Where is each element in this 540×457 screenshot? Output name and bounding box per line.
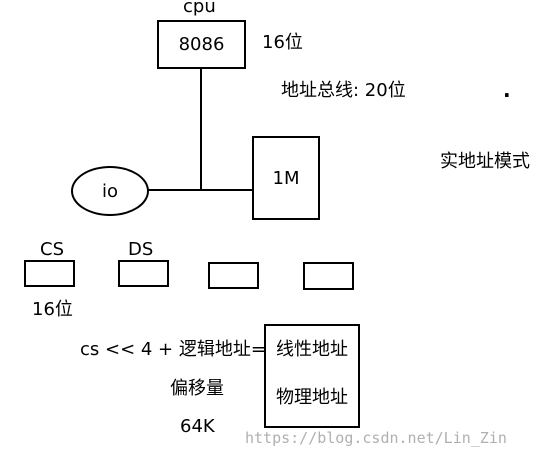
segment-register-box-4 (303, 262, 354, 290)
memory-box: 1M (252, 136, 320, 220)
io-label: io (101, 180, 118, 202)
cpu-box: 8086 (157, 20, 246, 69)
dot-mark: . (503, 78, 511, 102)
memory-label: 1M (272, 167, 300, 189)
watermark-text: https://blog.csdn.net/Lin_Zin (245, 429, 507, 447)
real-mode-label: 实地址模式 (440, 151, 530, 172)
address-formula: cs << 4 + 逻辑地址= (80, 339, 266, 360)
cs-label: CS (40, 239, 64, 260)
segment-register-box-3 (208, 262, 259, 289)
cpu-chip-label: 8086 (178, 34, 225, 55)
linear-address-label: 线性地址 (276, 339, 348, 360)
physical-address-label: 物理地址 (276, 387, 348, 408)
address-bus-label: 地址总线: 20位 (281, 80, 406, 101)
ds-label: DS (128, 239, 154, 260)
offset-label: 偏移量 (170, 378, 224, 399)
register-width-label: 16位 (32, 299, 73, 320)
data-width-label: 16位 (262, 32, 303, 53)
ds-register-box (118, 260, 169, 287)
offset-size-label: 64K (180, 416, 215, 437)
io-ellipse: io (71, 166, 149, 216)
cpu-label: cpu (183, 0, 216, 17)
address-box: 线性地址 物理地址 (264, 324, 360, 428)
cs-register-box (24, 260, 75, 287)
